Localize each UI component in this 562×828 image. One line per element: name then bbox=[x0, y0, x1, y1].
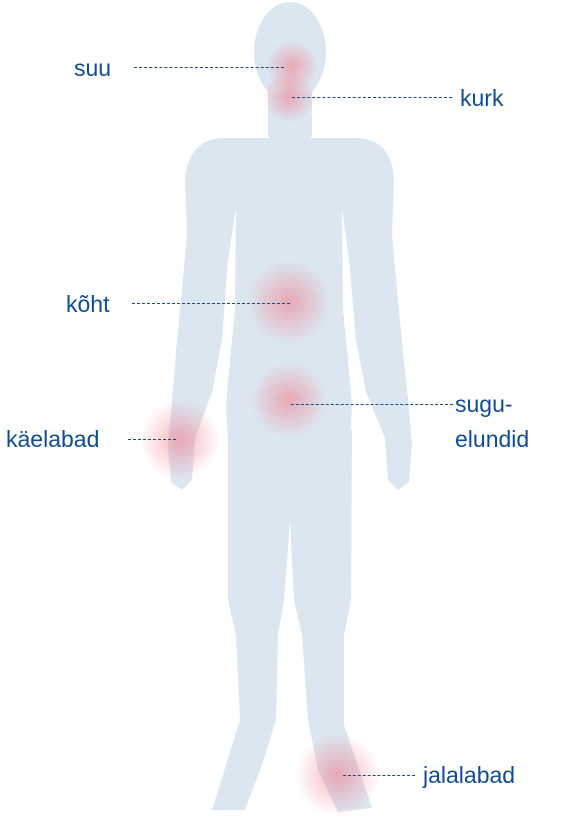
hotspot-stomach bbox=[247, 260, 331, 344]
label-genitals-line1: sugu- bbox=[455, 391, 513, 417]
hotspot-hand bbox=[140, 400, 220, 480]
leader-line-hands bbox=[128, 439, 176, 440]
leader-line-genitals bbox=[291, 404, 453, 405]
leader-line-feet bbox=[343, 775, 415, 776]
hotspot-genitals bbox=[251, 362, 327, 438]
label-hands: käelabad bbox=[6, 426, 100, 452]
leader-line-stomach bbox=[132, 303, 290, 304]
label-feet: jalalabad bbox=[423, 762, 516, 788]
leader-line-throat bbox=[292, 97, 452, 98]
hotspots bbox=[140, 40, 380, 817]
label-throat: kurk bbox=[460, 85, 504, 111]
label-mouth: suu bbox=[74, 55, 112, 81]
leader-line-mouth bbox=[134, 67, 284, 68]
label-stomach: kõht bbox=[66, 291, 110, 317]
hotspot-throat bbox=[263, 71, 315, 123]
hotspot-foot bbox=[296, 733, 380, 817]
label-genitals-line2: elundid bbox=[455, 426, 530, 452]
